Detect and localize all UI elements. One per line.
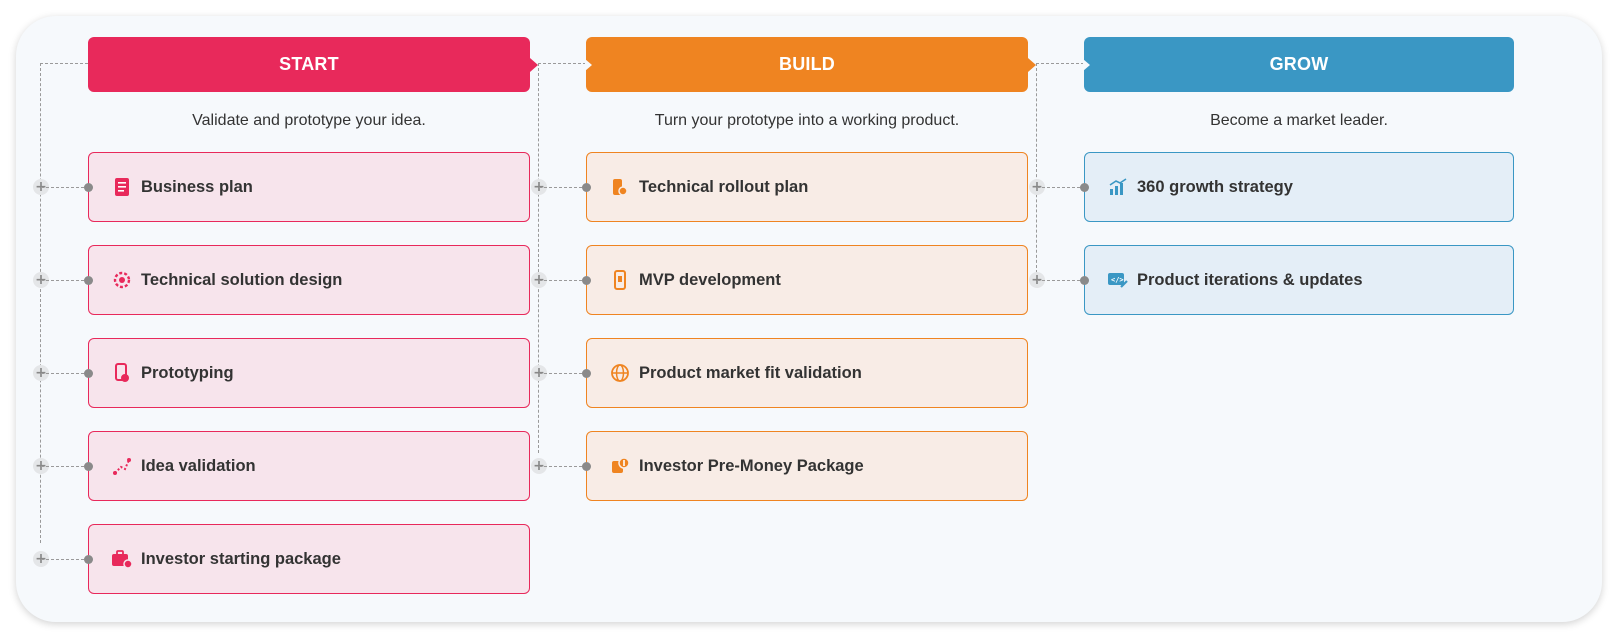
step-label: Prototyping <box>141 363 234 382</box>
start-connector-top <box>40 63 88 64</box>
step-label: Idea validation <box>141 456 256 475</box>
build-connector-top <box>538 63 586 64</box>
column-subtitle: Turn your prototype into a working produ… <box>654 112 960 129</box>
globe-icon <box>609 362 631 384</box>
svg-text:</>: </> <box>1111 276 1124 284</box>
connector-dot <box>84 462 93 471</box>
column-grow: GROW Become a market leader. + 360 growt… <box>1029 37 1514 338</box>
grow-connector-top <box>1036 63 1084 64</box>
connector-line <box>1037 280 1085 281</box>
connector-line <box>539 466 587 467</box>
connector-line <box>539 373 587 374</box>
puzzle-icon <box>609 176 631 198</box>
column-header-build: BUILD <box>585 37 1036 92</box>
step-investor-pre-money-package[interactable]: + Investor Pre-Money Package <box>531 431 1028 501</box>
document-icon <box>111 176 133 198</box>
step-label: MVP development <box>639 270 781 289</box>
column-header-grow: GROW <box>1083 37 1514 92</box>
connector-line <box>41 466 89 467</box>
step-360-growth-strategy[interactable]: + 360 growth strategy <box>1029 152 1514 222</box>
mobile-icon <box>609 269 631 291</box>
connector-dot <box>84 555 93 564</box>
roadmap-card: START Validate and prototype your idea. … <box>16 16 1602 622</box>
start-connector-spine <box>40 63 41 543</box>
connector-dot <box>582 183 591 192</box>
connector-dot <box>1080 276 1089 285</box>
column-start: START Validate and prototype your idea. … <box>33 37 538 617</box>
column-title: START <box>279 54 339 74</box>
column-title: BUILD <box>779 54 835 74</box>
connector-line <box>41 280 89 281</box>
build-connector-spine <box>538 63 539 453</box>
connector-dot <box>582 369 591 378</box>
step-business-plan[interactable]: + Business plan <box>33 152 530 222</box>
briefcase-icon <box>111 548 133 570</box>
column-build: BUILD Turn your prototype into a working… <box>531 37 1036 524</box>
column-title: GROW <box>1269 54 1329 74</box>
connector-dot <box>84 183 93 192</box>
connector-dot <box>1080 183 1089 192</box>
money-icon <box>609 455 631 477</box>
connector-line <box>41 559 89 560</box>
step-label: Product market fit validation <box>639 363 862 382</box>
step-technical-solution-design[interactable]: + Technical solution design <box>33 245 530 315</box>
step-label: 360 growth strategy <box>1137 177 1293 196</box>
step-prototyping[interactable]: + Prototyping <box>33 338 530 408</box>
connector-dot <box>84 276 93 285</box>
step-label: Technical rollout plan <box>639 177 809 196</box>
column-subtitle: Validate and prototype your idea. <box>192 112 426 129</box>
arrow-right-icon <box>1028 57 1036 72</box>
grow-connector-spine <box>1036 63 1037 273</box>
header-notch <box>1083 58 1090 71</box>
step-label: Investor Pre-Money Package <box>639 456 864 475</box>
step-investor-starting-package[interactable]: + Investor starting package <box>33 524 530 594</box>
header-notch <box>585 58 592 71</box>
step-idea-validation[interactable]: + Idea validation <box>33 431 530 501</box>
connector-line <box>41 187 89 188</box>
tap-phone-icon <box>111 362 133 384</box>
connector-dot <box>582 462 591 471</box>
connector-dot <box>582 276 591 285</box>
connector-line <box>1037 187 1085 188</box>
arrow-right-icon <box>530 57 538 72</box>
step-product-market-fit-validation[interactable]: + Product market fit validation <box>531 338 1028 408</box>
step-label: Technical solution design <box>141 270 343 289</box>
path-icon <box>111 455 133 477</box>
gear-icon <box>111 269 133 291</box>
connector-dot <box>84 369 93 378</box>
connector-line <box>539 280 587 281</box>
step-technical-rollout-plan[interactable]: + Technical rollout plan <box>531 152 1028 222</box>
column-subtitle: Become a market leader. <box>1210 112 1388 129</box>
step-label: Investor starting package <box>141 549 341 568</box>
connector-line <box>41 373 89 374</box>
chart-icon <box>1107 176 1129 198</box>
step-product-iterations-updates[interactable]: + </> Product iterations & updates <box>1029 245 1514 315</box>
step-label: Business plan <box>141 177 253 196</box>
connector-line <box>539 187 587 188</box>
column-header-start: START <box>88 37 538 92</box>
step-mvp-development[interactable]: + MVP development <box>531 245 1028 315</box>
code-edit-icon: </> <box>1107 269 1129 291</box>
step-label: Product iterations & updates <box>1137 270 1363 289</box>
